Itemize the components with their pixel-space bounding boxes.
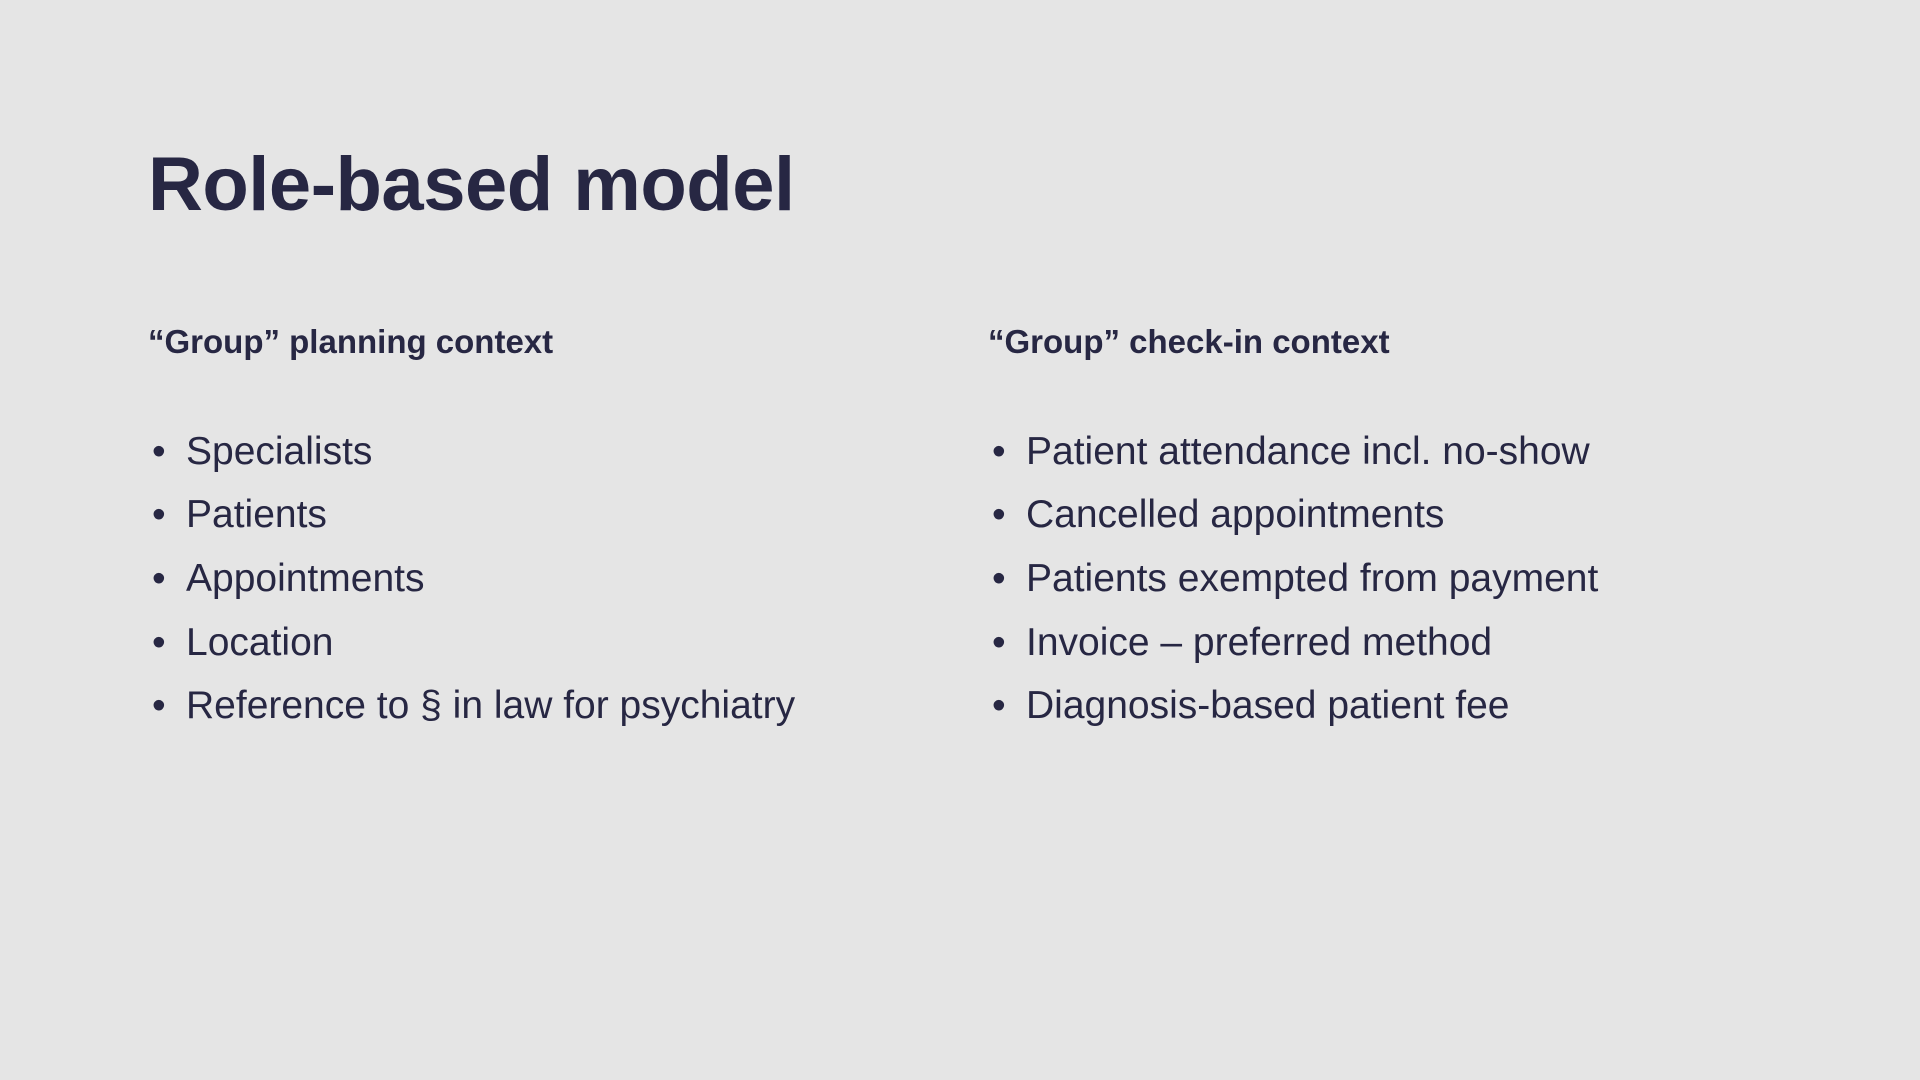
list-item: • Location — [148, 621, 826, 665]
list-item: • Reference to § in law for psychiatry — [148, 684, 826, 728]
bullet-dot-icon: • — [992, 684, 1006, 728]
list-item: • Patient attendance incl. no-show — [988, 430, 1666, 474]
list-item-label: Diagnosis-based patient fee — [1026, 684, 1510, 728]
list-item-label: Specialists — [186, 429, 373, 473]
list-item-label: Patients — [186, 493, 327, 537]
list-item: • Diagnosis-based patient fee — [988, 684, 1666, 728]
column-heading-planning-context: “Group” planning context — [148, 323, 554, 360]
bullet-dot-icon: • — [152, 493, 166, 537]
list-item: • Invoice – preferred method — [988, 621, 1666, 665]
column-check-in-context: “Group” check-in context • Patient atten… — [988, 322, 1788, 728]
bullet-dot-icon: • — [152, 556, 166, 600]
list-item-label: Patients exempted from payment — [1026, 556, 1599, 600]
list-item: • Specialists — [148, 430, 826, 474]
bullet-dot-icon: • — [992, 620, 1006, 664]
list-item: • Appointments — [148, 557, 826, 601]
column-heading-check-in-context: “Group” check-in context — [988, 323, 1390, 360]
page-title: Role-based model — [148, 141, 795, 227]
bullet-dot-icon: • — [992, 556, 1006, 600]
two-column-content: “Group” planning context • Specialists •… — [148, 322, 1788, 728]
list-item-label: Reference to § in law for psychiatry — [186, 684, 796, 728]
list-item: • Patients exempted from payment — [988, 557, 1666, 601]
bullet-dot-icon: • — [992, 493, 1006, 537]
list-item-label: Cancelled appointments — [1026, 493, 1445, 537]
bullet-dot-icon: • — [152, 684, 166, 728]
bullet-dot-icon: • — [152, 429, 166, 473]
bullet-dot-icon: • — [152, 620, 166, 664]
list-item-label: Invoice – preferred method — [1026, 620, 1493, 664]
list-item: • Patients — [148, 493, 826, 537]
column-planning-context: “Group” planning context • Specialists •… — [148, 322, 988, 728]
list-item-label: Appointments — [186, 556, 425, 600]
bullet-list-check-in-context: • Patient attendance incl. no-show • Can… — [988, 430, 1788, 728]
list-item: • Cancelled appointments — [988, 493, 1666, 537]
list-item-label: Location — [186, 620, 334, 664]
bullet-list-planning-context: • Specialists • Patients • Appointments … — [148, 430, 988, 728]
bullet-dot-icon: • — [992, 429, 1006, 473]
list-item-label: Patient attendance incl. no-show — [1026, 429, 1590, 473]
